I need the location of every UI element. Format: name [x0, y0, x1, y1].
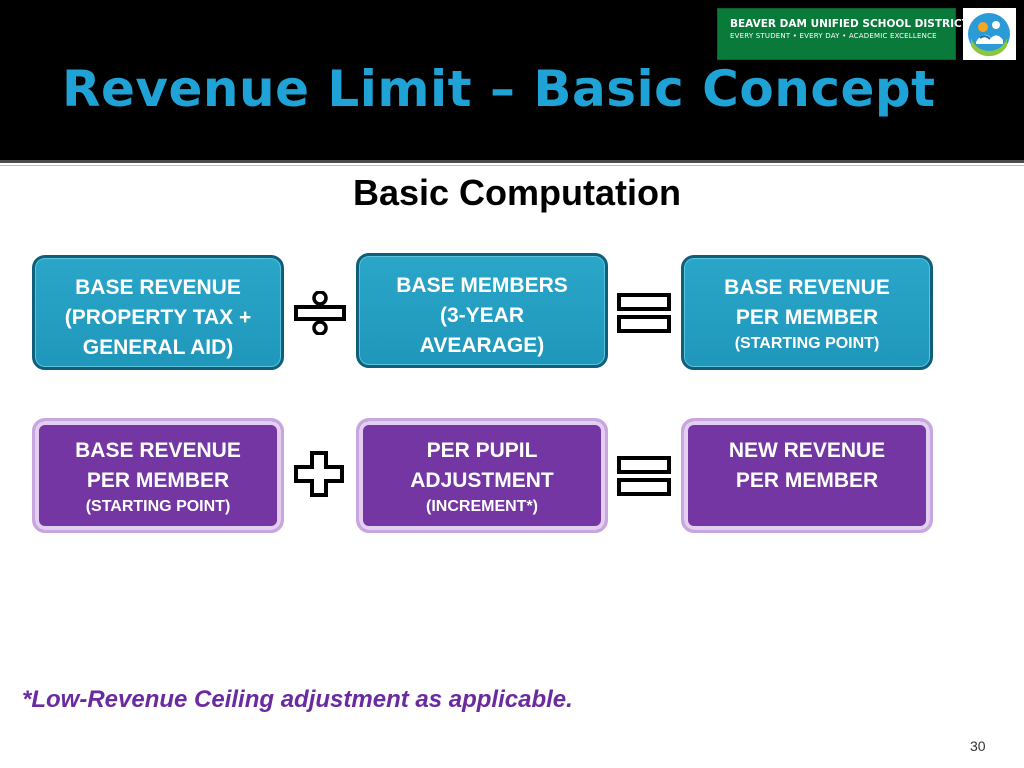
slide-header: Revenue Limit – Basic Concept BEAVER DAM…: [0, 0, 1024, 160]
box-line: GENERAL AID): [82, 336, 234, 359]
slide-title: Revenue Limit – Basic Concept: [62, 60, 936, 118]
box-line: PER MEMBER: [735, 469, 879, 492]
header-divider-thin: [0, 165, 1024, 166]
header-divider: [0, 160, 1024, 163]
new-revenue-per-member-box: NEW REVENUE PER MEMBER: [681, 418, 933, 533]
box-line: BASE REVENUE: [724, 276, 890, 299]
divide-icon: [294, 290, 346, 340]
base-revenue-box: BASE REVENUE (PROPERTY TAX + GENERAL AID…: [32, 255, 284, 370]
box-line: BASE REVENUE: [75, 439, 241, 462]
per-pupil-adjustment-box: PER PUPIL ADJUSTMENT (INCREMENT*): [356, 418, 608, 533]
box-line: (STARTING POINT): [85, 498, 231, 515]
base-members-box: BASE MEMBERS (3-YEAR AVEARAGE): [356, 253, 608, 368]
district-logo-icon: [963, 8, 1016, 60]
box-line: PER PUPIL: [426, 439, 538, 462]
district-name: BEAVER DAM UNIFIED SCHOOL DISTRICT: [730, 18, 969, 30]
base-revenue-per-member-start-box: BASE REVENUE PER MEMBER (STARTING POINT): [32, 418, 284, 533]
box-line: BASE REVENUE: [75, 276, 241, 299]
slide-subtitle: Basic Computation: [352, 172, 682, 213]
page-number: 30: [970, 738, 986, 754]
box-line: AVEARAGE): [419, 334, 545, 357]
box-line: ADJUSTMENT: [410, 469, 554, 492]
equals-icon: [617, 456, 671, 503]
box-line: (PROPERTY TAX +: [64, 306, 252, 329]
box-line: (INCREMENT*): [426, 498, 538, 515]
box-line: PER MEMBER: [86, 469, 230, 492]
plus-icon: [294, 451, 344, 502]
equals-icon: [617, 293, 671, 340]
district-banner: BEAVER DAM UNIFIED SCHOOL DISTRICT EVERY…: [717, 8, 969, 60]
footnote: *Low-Revenue Ceiling adjustment as appli…: [22, 686, 573, 713]
box-line: NEW REVENUE: [728, 439, 886, 462]
box-line: (3-YEAR: [439, 304, 524, 327]
box-line: (STARTING POINT): [734, 335, 880, 352]
district-tagline: EVERY STUDENT • EVERY DAY • ACADEMIC EXC…: [730, 32, 937, 40]
base-revenue-per-member-box: BASE REVENUE PER MEMBER (STARTING POINT): [681, 255, 933, 370]
box-line: PER MEMBER: [735, 306, 879, 329]
box-line: BASE MEMBERS: [396, 274, 568, 297]
